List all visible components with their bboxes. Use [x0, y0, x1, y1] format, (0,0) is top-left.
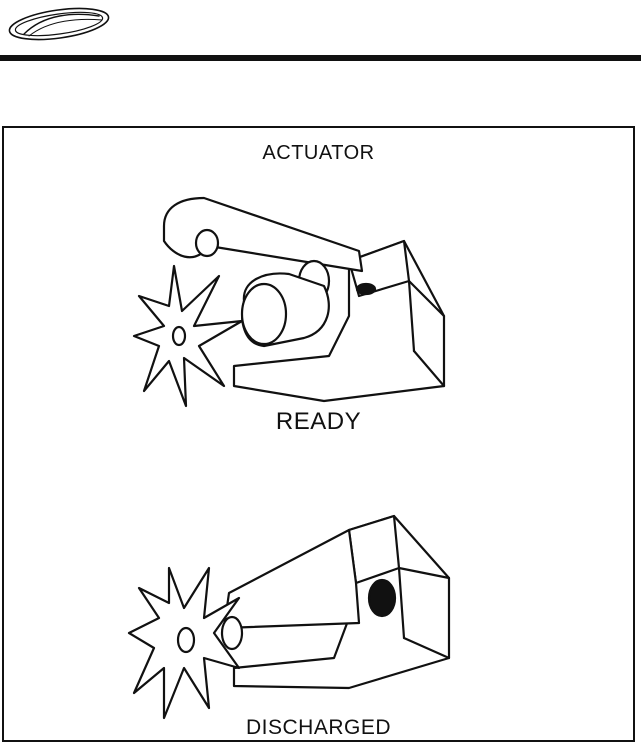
- actuator-ready-drawing: [124, 186, 454, 416]
- actuator-illustration-frame: ACTUATOR READY: [2, 126, 635, 742]
- actuator-label: ACTUATOR: [4, 142, 633, 165]
- actuator-discharged-drawing: [124, 508, 454, 733]
- header-rule: [0, 55, 641, 61]
- ready-label: READY: [4, 408, 633, 436]
- discharged-label: DISCHARGED: [4, 716, 633, 740]
- company-logo-icon: [4, 4, 114, 44]
